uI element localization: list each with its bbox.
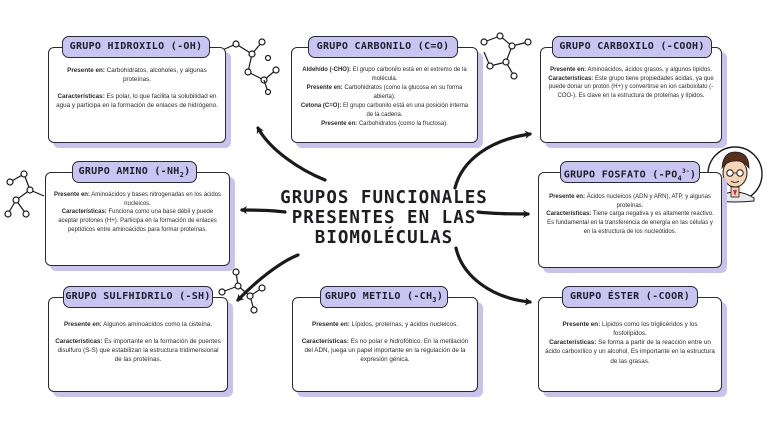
title-metilo: GRUPO METILO (-CH3) <box>320 286 448 308</box>
caracteristicas-label: Características: <box>301 338 349 346</box>
presente-text: Carbohidratos (como la fructosa). <box>358 121 448 127</box>
caracteristicas-text: Tiene carga negativa y es altamente reac… <box>547 211 714 235</box>
presente-label: Presente en: <box>312 321 350 328</box>
aldehido-text: El grupo carbonilo está en el extremo de… <box>352 67 467 82</box>
caracteristicas-text: Este grupo tiene propiedades ácidas, ya … <box>548 75 714 100</box>
title-line-2: PRESENTES EN LAS <box>291 208 477 228</box>
title-line-1: GRUPOS FUNCIONALES <box>280 188 488 208</box>
presente-label: Presente en: <box>67 67 105 74</box>
molecule-icon <box>217 38 280 96</box>
presente-text: Aminoácidos y bases nitrogenadas en los … <box>91 192 222 207</box>
presente-label: Presente en: <box>53 192 90 198</box>
caracteristicas-label: Características: <box>549 339 597 347</box>
card-metilo: Presente en: Lípidos, proteínas, y ácido… <box>292 297 478 392</box>
curved-arrow <box>236 126 532 306</box>
presente-label: Presente en: <box>321 121 358 127</box>
title-hidroxilo: GRUPO HIDROXILO (-OH) <box>62 36 210 58</box>
caracteristicas-label: Características: <box>548 75 594 82</box>
caracteristicas-text: Funciona como una base débil y puede ace… <box>58 209 217 233</box>
card-ester: Presente en: Lípidos como los triglicéri… <box>538 297 722 392</box>
molecule-icon <box>480 32 532 80</box>
aldehido-label: Aldehído (-CHO): <box>302 67 351 73</box>
molecule-icon <box>4 170 45 218</box>
cetona-label: Cetona (C=O): <box>300 103 342 109</box>
presente-label: Presente en: <box>549 194 586 200</box>
presente-text: Lípidos como los triglicéridos y los fos… <box>602 321 698 338</box>
molecule-icon <box>218 268 266 314</box>
title-line-3: BIOMOLÉCULAS <box>314 228 454 248</box>
presente-label: Presente en: <box>562 321 601 328</box>
caracteristicas-label: Características: <box>61 209 107 216</box>
presente-text: Aminoácidos, ácidos grasos, y algunos lí… <box>587 67 712 73</box>
card-hidroxilo: Presente en: Carbohidratos, alcoholes, y… <box>48 47 226 143</box>
title-fosfato: GRUPO FOSFATO (-PO43-) <box>560 161 700 183</box>
presente-text: Carbohidratos (como la glucosa en su for… <box>344 85 463 100</box>
card-carbonilo: Aldehído (-CHO): El grupo carbonilo está… <box>291 47 478 143</box>
caracteristicas-label: Características: <box>546 211 592 218</box>
caracteristicas-text: Es no polar e hidrofóbico. En la metilac… <box>304 338 469 364</box>
title-amino: GRUPO AMINO (-NH2) <box>72 161 197 183</box>
presente-text: Carbohidratos, alcoholes, y algunas prot… <box>106 67 207 84</box>
presente-label: Presente en: <box>550 67 587 73</box>
cetona-text: El grupo carbonilo está en una posición … <box>343 103 469 118</box>
caracteristicas-text: Es importante en la formación de puentes… <box>57 338 221 364</box>
card-sulfhidrilo: Presente en: Algunos aminoácidos como la… <box>48 297 228 392</box>
caracteristicas-text: Se forma a partir de la reacción entre u… <box>545 339 715 365</box>
title-sulfhidrilo: GRUPO SULFHIDRILO (-SH) <box>63 286 213 308</box>
card-amino: Presente en: Aminoácidos y bases nitroge… <box>45 172 230 266</box>
presente-text: Lípidos, proteínas, y ácidos nucleicos. <box>351 321 458 328</box>
title-ester: GRUPO ÉSTER (-COOR) <box>562 286 698 308</box>
main-title: GRUPOS FUNCIONALES PRESENTES EN LAS BIOM… <box>268 188 500 248</box>
card-carboxilo: Presente en: Aminoácidos, ácidos grasos,… <box>540 47 722 143</box>
caracteristicas-label: Características: <box>57 93 105 101</box>
presente-text: Algunos aminoácidos como la cisteína. <box>103 321 213 328</box>
caracteristicas-text: Es polar, lo que facilita la solubilidad… <box>56 93 218 110</box>
title-carboxilo: GRUPO CARBOXILO (-COOH) <box>552 36 712 58</box>
caracteristicas-label: Características: <box>55 338 103 346</box>
presente-label: Presente en: <box>306 85 343 91</box>
title-carbonilo: GRUPO CARBONILO (C=O) <box>308 36 458 58</box>
presente-text: Ácidos nucleicos (ADN y ARN), ATP, y alg… <box>586 194 711 209</box>
presente-label: Presente en: <box>63 321 102 328</box>
card-fosfato: Presente en: Ácidos nucleicos (ADN y ARN… <box>538 172 722 268</box>
